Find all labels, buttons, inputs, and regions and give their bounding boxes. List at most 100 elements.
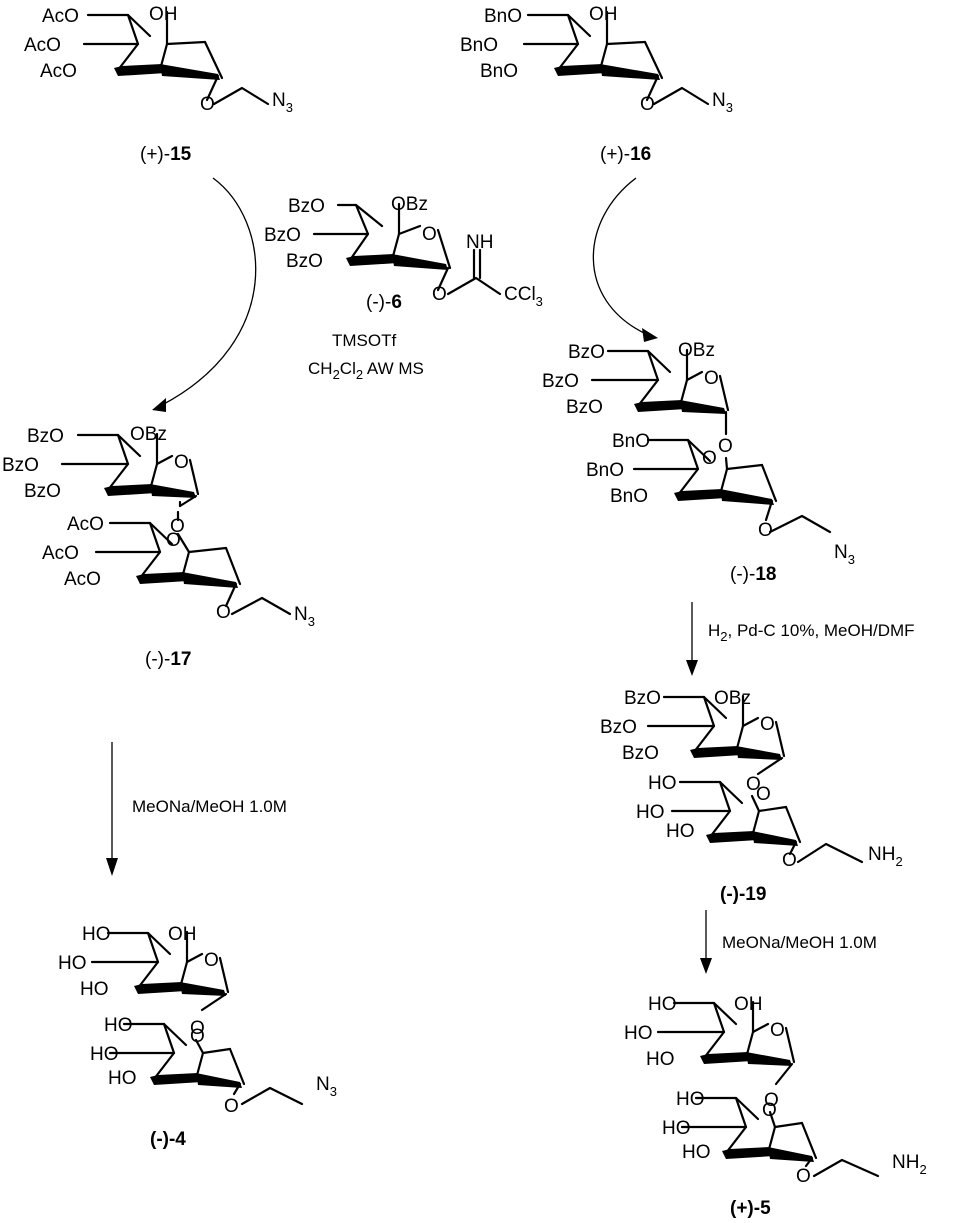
arrow-16-to-18 bbox=[592, 177, 647, 335]
c15-sub-2: OH bbox=[149, 4, 178, 25]
c18-bot-sub-4: BnO bbox=[586, 460, 624, 481]
label-19: (-)-19 bbox=[720, 884, 766, 905]
label-16: (+)-16 bbox=[600, 144, 651, 165]
label-18: (-)-18 bbox=[730, 564, 776, 585]
c4-top-ring-o: O bbox=[204, 950, 219, 971]
c17-bot-sub-3: AcO bbox=[64, 569, 101, 590]
c5-link-o: O bbox=[764, 1090, 779, 1111]
c16-sub-6: BnO bbox=[484, 6, 522, 27]
compound-16: BnO BnO BnO OH O N3 bbox=[460, 4, 733, 115]
c5-tail-o: O bbox=[796, 1166, 811, 1187]
c6-sub-4: BzO bbox=[264, 225, 301, 246]
c16-link-o: O bbox=[640, 94, 655, 115]
c4-top-sub-6: HO bbox=[82, 924, 111, 945]
c6-ccl3: CCl3 bbox=[504, 284, 543, 309]
c17-tail-o: O bbox=[216, 602, 231, 623]
c18-top-sub-6: BzO bbox=[568, 342, 605, 363]
arrowhead-18 bbox=[642, 328, 658, 342]
c17-top-sub-4: BzO bbox=[2, 455, 39, 476]
c18-bot-sub-3: BnO bbox=[610, 486, 648, 507]
c17-top-sub-6: BzO bbox=[27, 426, 64, 447]
c19-bot-sub-4: HO bbox=[636, 802, 665, 823]
c4-bot-sub-4: HO bbox=[90, 1044, 119, 1065]
c19-top-ring-o: O bbox=[760, 714, 775, 735]
c4-bot-sub-6: HO bbox=[104, 1015, 133, 1036]
c4-top-sub-3: HO bbox=[80, 979, 109, 1000]
compound-6: BzO BzO BzO OBz O O NH CCl3 bbox=[264, 194, 543, 309]
c18-azide: N3 bbox=[834, 542, 855, 567]
c18-top-sub-3: BzO bbox=[566, 397, 603, 418]
c19-top-sub-6: BzO bbox=[624, 688, 661, 709]
c6-sub-2: OBz bbox=[391, 194, 428, 215]
c15-sub-6: AcO bbox=[42, 6, 79, 27]
c19-bot-ring-o: O bbox=[756, 784, 771, 805]
cond-hydrogenation: H2, Pd-C 10%, MeOH/DMF bbox=[708, 621, 915, 644]
arrowhead-4 bbox=[106, 858, 118, 876]
c15-sub-4: AcO bbox=[24, 35, 61, 56]
c6-imine: NH bbox=[466, 232, 493, 253]
c16-sub-4: BnO bbox=[460, 35, 498, 56]
c19-link-o: O bbox=[746, 774, 761, 795]
c4-link-o: O bbox=[190, 1018, 205, 1039]
label-17: (-)-17 bbox=[145, 649, 191, 670]
c18-bot-ring-o: O bbox=[702, 448, 717, 469]
c6-link-o: O bbox=[432, 284, 447, 305]
label-15: (+)-15 bbox=[140, 144, 192, 165]
compound-4: HO HO HO OH O O HO HO HO O O N3 bbox=[58, 924, 337, 1117]
c6-sub-6: BzO bbox=[288, 196, 325, 217]
arrowhead-19 bbox=[686, 660, 698, 676]
c17-link-o: O bbox=[170, 516, 185, 537]
c5-bot-sub-6: HO bbox=[676, 1089, 705, 1110]
cond-solvent: CH2Cl2 AW MS bbox=[308, 359, 424, 382]
c5-top-sub-2: OH bbox=[734, 994, 763, 1015]
label-4: (-)-4 bbox=[150, 1129, 186, 1150]
compound-17: BzO BzO BzO OBz O O AcO AcO AcO O O N3 bbox=[2, 424, 315, 629]
c18-top-ring-o: O bbox=[704, 368, 719, 389]
c5-top-ring-o: O bbox=[770, 1020, 785, 1041]
cond-tmsotf: TMSOTf bbox=[332, 331, 396, 350]
c19-bot-sub-3: HO bbox=[666, 821, 695, 842]
c17-top-sub-2: OBz bbox=[130, 424, 167, 445]
compound-18: BzO BzO BzO OBz O O BnO BnO BnO O O N3 bbox=[542, 340, 855, 567]
c19-top-sub-4: BzO bbox=[600, 717, 637, 738]
arrowhead-5 bbox=[700, 958, 712, 974]
compound-15: AcO AcO AcO OH O N3 bbox=[24, 4, 293, 115]
c18-top-sub-2: OBz bbox=[678, 340, 715, 361]
c5-top-sub-6: HO bbox=[648, 994, 677, 1015]
c4-top-sub-4: HO bbox=[58, 953, 87, 974]
c4-tail-o: O bbox=[224, 1096, 239, 1117]
c15-azide: N3 bbox=[272, 90, 293, 115]
arrow-15-to-17 bbox=[161, 177, 257, 406]
c18-tail-o: O bbox=[758, 520, 773, 541]
c19-top-sub-3: BzO bbox=[622, 743, 659, 764]
c18-link-o: O bbox=[718, 436, 733, 457]
c6-sub-3: BzO bbox=[286, 251, 323, 272]
c18-top-sub-4: BzO bbox=[542, 371, 579, 392]
c4-bot-ring-o: O bbox=[190, 1026, 205, 1047]
cond-deprotection-right: MeONa/MeOH 1.0M bbox=[722, 933, 877, 952]
c4-bot-sub-3: HO bbox=[108, 1068, 137, 1089]
c15-sub-3: AcO bbox=[40, 61, 77, 82]
c16-azide: N3 bbox=[712, 90, 733, 115]
c5-bot-sub-3: HO bbox=[682, 1142, 711, 1163]
c17-top-ring-o: O bbox=[174, 452, 189, 473]
c17-top-sub-3: BzO bbox=[24, 481, 61, 502]
c17-azide: N3 bbox=[294, 604, 315, 629]
c19-amine: NH2 bbox=[868, 844, 903, 869]
c15-link-o: O bbox=[200, 94, 215, 115]
c6-ring-o: O bbox=[422, 224, 437, 245]
c16-sub-2: OH bbox=[589, 4, 618, 25]
c5-bot-sub-4: HO bbox=[662, 1118, 691, 1139]
label-6: (-)-6 bbox=[366, 292, 402, 313]
c4-top-sub-2: OH bbox=[168, 924, 197, 945]
label-5: (+)-5 bbox=[730, 1198, 771, 1219]
c18-bot-sub-6: BnO bbox=[612, 431, 650, 452]
c4-azide: N3 bbox=[316, 1074, 337, 1099]
c17-bot-sub-6: AcO bbox=[67, 514, 104, 535]
compound-19: BzO BzO BzO OBz O O HO HO HO O O NH2 bbox=[600, 688, 903, 871]
compound-5: HO HO HO OH O O HO HO HO O O NH2 bbox=[624, 994, 927, 1187]
c19-top-sub-2: OBz bbox=[714, 688, 751, 709]
cond-deprotection-left: MeONa/MeOH 1.0M bbox=[132, 797, 287, 816]
